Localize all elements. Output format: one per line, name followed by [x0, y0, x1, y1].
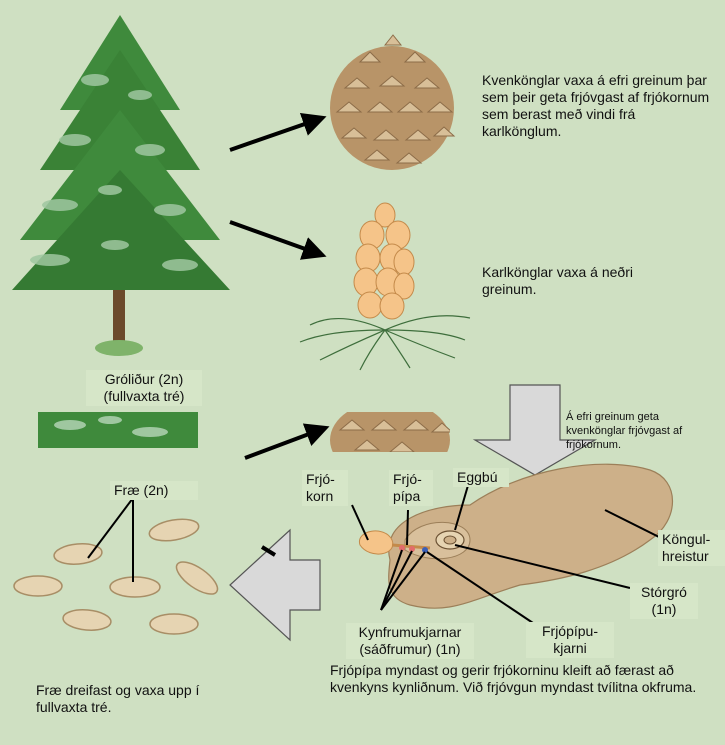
- female-cone: [330, 34, 456, 170]
- egg-label: Eggbú: [453, 468, 509, 487]
- cone-scale: [359, 463, 673, 609]
- tube-nucleus-label: Frjópípu- kjarni: [526, 622, 614, 658]
- cone-fragment: [330, 412, 450, 452]
- seed-dispersal-description: Fræ dreifast og vaxa upp í fullvaxta tré…: [36, 682, 200, 715]
- cone-scale-label: Köngul- hreistur: [658, 530, 725, 566]
- arrows: [229, 112, 330, 557]
- pollen-grain: [359, 530, 394, 555]
- down-arrow: [472, 384, 598, 476]
- seed-label: Fræ (2n): [110, 481, 198, 500]
- pollen-label: Frjó- korn: [302, 470, 348, 506]
- megaspore-label: Stórgró (1n): [630, 583, 698, 619]
- female-cone-description: Kvenkönglar vaxa á efri greinum þar sem …: [482, 72, 710, 139]
- pollen-tube-label: Frjó- pípa: [389, 470, 433, 506]
- tree-strip: [38, 412, 198, 448]
- conifer-tree: [12, 15, 230, 356]
- leader-lines: [87, 481, 666, 626]
- seeds: [13, 518, 219, 635]
- left-arrow: [229, 528, 321, 642]
- male-cone-description: Karlkönglar vaxa á neðri greinum.: [482, 264, 633, 297]
- sperm-nuclei-label: Kynfrumukjarnar (sáðfrumur) (1n): [346, 623, 474, 659]
- fertilization-description: Frjópípa myndast og gerir frjókorninu kl…: [330, 662, 697, 695]
- male-cone: [299, 202, 471, 371]
- upper-branches-note: Á efri greinum geta kvenkönglar frjóvgas…: [566, 411, 683, 451]
- sporophyte-label: Gróliður (2n) (fullvaxta tré): [86, 370, 202, 406]
